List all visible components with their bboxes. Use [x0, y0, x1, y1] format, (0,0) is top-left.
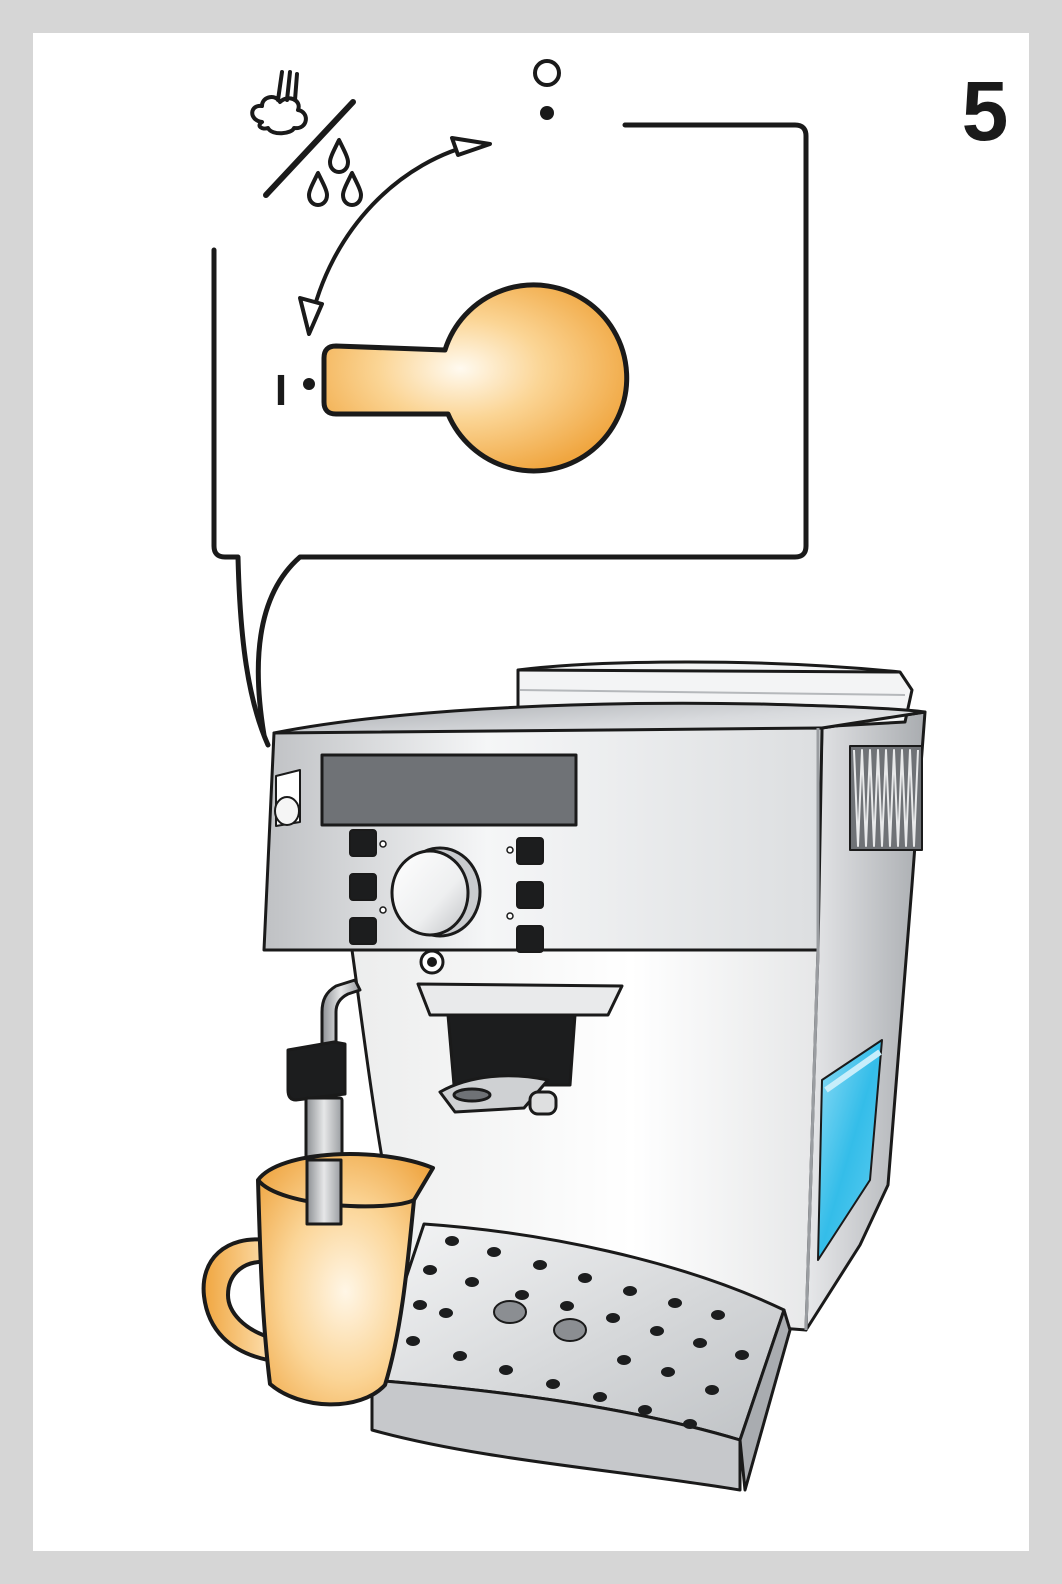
power-button [421, 951, 443, 973]
control-button [517, 838, 543, 864]
control-button [517, 926, 543, 952]
on-mark-label: I [275, 366, 287, 415]
selector-dial [392, 848, 480, 936]
control-button [350, 918, 376, 944]
control-button [350, 874, 376, 900]
control-button [350, 830, 376, 856]
control-button [517, 882, 543, 908]
step-number: 5 [962, 64, 1009, 158]
